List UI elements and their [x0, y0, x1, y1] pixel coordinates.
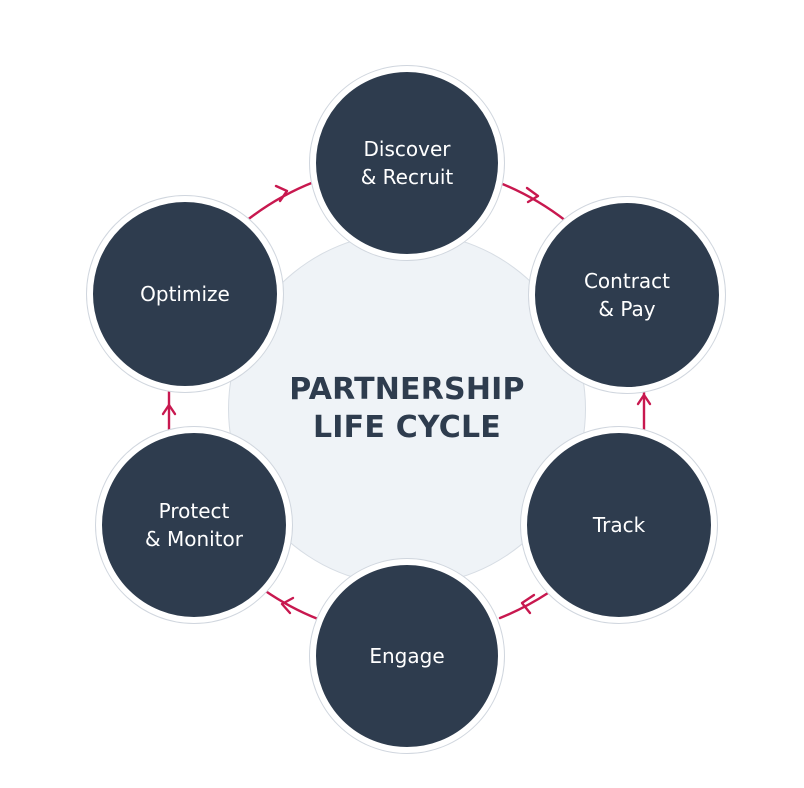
center-title-line2: LIFE CYCLE	[312, 410, 501, 445]
connector-engage-to-protect	[262, 588, 320, 621]
stage-label-line1: Engage	[369, 644, 445, 668]
stage-engage: Engage	[310, 559, 504, 753]
arrow-optimize-to-discover	[274, 184, 289, 203]
stage-optimize: Optimize	[87, 196, 283, 392]
stage-label-line2: & Monitor	[145, 527, 243, 551]
arrow-contract-to-track	[636, 393, 652, 406]
stage-label-line2: & Pay	[598, 297, 656, 321]
arrow-protect-to-optimize	[161, 403, 177, 416]
stage-label-line1: Contract	[583, 269, 671, 293]
arrow-discover-to-contract	[525, 186, 540, 204]
arrow-track-to-engage	[520, 593, 536, 615]
stage-label-line1: Optimize	[140, 282, 230, 306]
stage-contract-pay: Contract & Pay	[529, 197, 725, 393]
connector-optimize-to-discover	[244, 180, 316, 223]
stage-label-line1: Discover	[363, 137, 451, 161]
stage-discover-recruit: Discover & Recruit	[310, 66, 504, 260]
center-title-line1: PARTNERSHIP	[289, 372, 525, 407]
stage-label-line2: & Recruit	[360, 165, 454, 189]
stage-protect-monitor: Protect & Monitor	[96, 427, 292, 623]
stage-track: Track	[521, 427, 717, 623]
stage-label-line1: Protect	[158, 499, 230, 523]
stage-label-line1: Track	[592, 513, 646, 537]
arrow-engage-to-protect	[280, 596, 295, 615]
connector-discover-to-contract	[498, 181, 568, 223]
